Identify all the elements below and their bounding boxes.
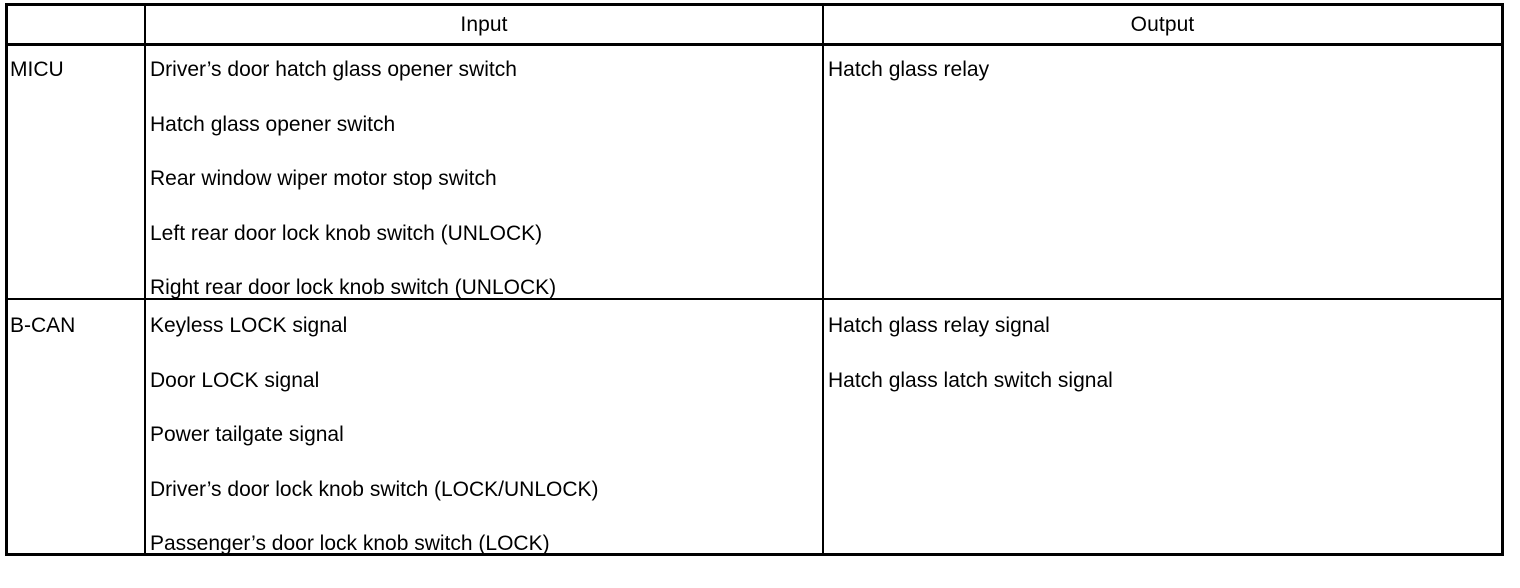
row-label-micu: MICU <box>10 58 64 81</box>
list-item: Door LOCK signal <box>150 368 320 392</box>
input-output-table: Input Output MICU Driver’s door hatch gl… <box>5 3 1504 556</box>
list-item: Hatch glass opener switch <box>150 112 396 136</box>
header-bottom-rule <box>8 43 1501 46</box>
column-divider-group-input <box>144 6 146 553</box>
column-header-input: Input <box>460 13 508 36</box>
list-item: Passenger’s door lock knob switch (LOCK) <box>150 532 550 555</box>
list-item: Right rear door lock knob switch (UNLOCK… <box>150 276 557 299</box>
micu-input-list: Driver’s door hatch glass opener switch … <box>150 59 818 332</box>
micu-output-list: Hatch glass relay <box>828 59 1498 114</box>
column-divider-input-output <box>822 6 824 553</box>
list-item: Keyless LOCK signal <box>150 314 348 337</box>
list-item: Hatch glass relay signal <box>828 314 1050 337</box>
list-item: Rear window wiper motor stop switch <box>150 167 497 190</box>
bcan-input-list: Keyless LOCK signal Door LOCK signal Pow… <box>150 315 818 588</box>
bcan-output-list: Hatch glass relay signal Hatch glass lat… <box>828 315 1498 424</box>
list-item: Driver’s door lock knob switch (LOCK/UNL… <box>150 477 599 501</box>
column-header-output: Output <box>1130 13 1195 36</box>
list-item: Hatch glass relay <box>828 58 990 81</box>
row-label-b-can: B-CAN <box>10 314 76 337</box>
list-item: Hatch glass latch switch signal <box>828 368 1113 392</box>
list-item: Driver’s door hatch glass opener switch <box>150 58 517 81</box>
list-item: Left rear door lock knob switch (UNLOCK) <box>150 221 543 245</box>
row-divider-micu-bcan <box>8 298 1501 300</box>
screenshot-canvas: Input Output MICU Driver’s door hatch gl… <box>5 3 1504 556</box>
list-item: Power tailgate signal <box>150 423 344 446</box>
